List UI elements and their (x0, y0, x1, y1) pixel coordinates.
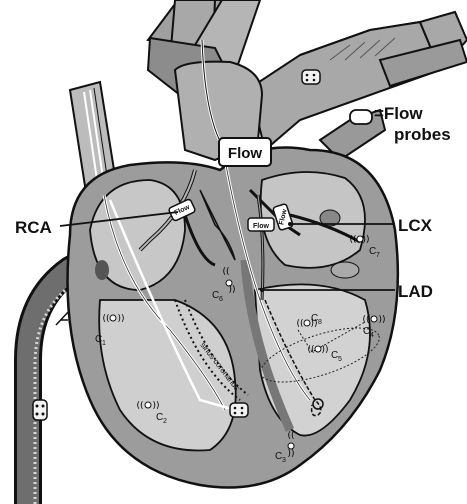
svg-text:((: (( (136, 401, 143, 411)
svg-text:)): )) (321, 345, 328, 355)
crystal-c5-sub: 5 (338, 356, 342, 363)
crystal-c2-sub: 2 (163, 418, 167, 425)
legend-probe-icon (350, 110, 372, 124)
svg-text:)): )) (378, 315, 385, 325)
svg-text:)): )) (152, 401, 159, 411)
catheter-flow-probe (33, 400, 47, 420)
crystal-c1-sub: 1 (102, 340, 106, 347)
svg-text:)): )) (228, 285, 235, 295)
svg-text:((: (( (287, 431, 294, 441)
rca-label: RCA (15, 218, 52, 237)
svg-text:((: (( (102, 314, 109, 324)
svg-text:((: (( (296, 319, 303, 329)
main-flow-probe: Flow (219, 138, 271, 166)
lad-label: LAD (398, 282, 433, 301)
svg-text:((: (( (362, 315, 369, 325)
sinus-flow-probe (230, 403, 248, 417)
svg-text:)): )) (287, 449, 294, 459)
svg-text:((: (( (307, 345, 314, 355)
svg-text:((: (( (349, 235, 356, 245)
legend-line1: =Flow (374, 104, 423, 123)
crystal-c7-sub: 7 (376, 252, 380, 259)
crystal-c8-sub: 8 (318, 319, 322, 326)
crystal-c3-sub: 3 (282, 457, 286, 464)
svg-text:)): )) (117, 314, 124, 324)
svg-text:)): )) (362, 235, 369, 245)
pulmonary-flow-probe (302, 70, 320, 84)
crystal-c6-sub: 6 (219, 296, 223, 303)
lad-flow-label: Flow (253, 223, 269, 230)
crystal-c4-sub: 4 (370, 332, 374, 339)
legend-line2: probes (394, 125, 451, 144)
lad-flow-probe: Flow (248, 218, 274, 231)
main-flow-label: Flow (228, 145, 262, 162)
svg-text:((: (( (222, 267, 229, 277)
lcx-label: LCX (398, 216, 433, 235)
